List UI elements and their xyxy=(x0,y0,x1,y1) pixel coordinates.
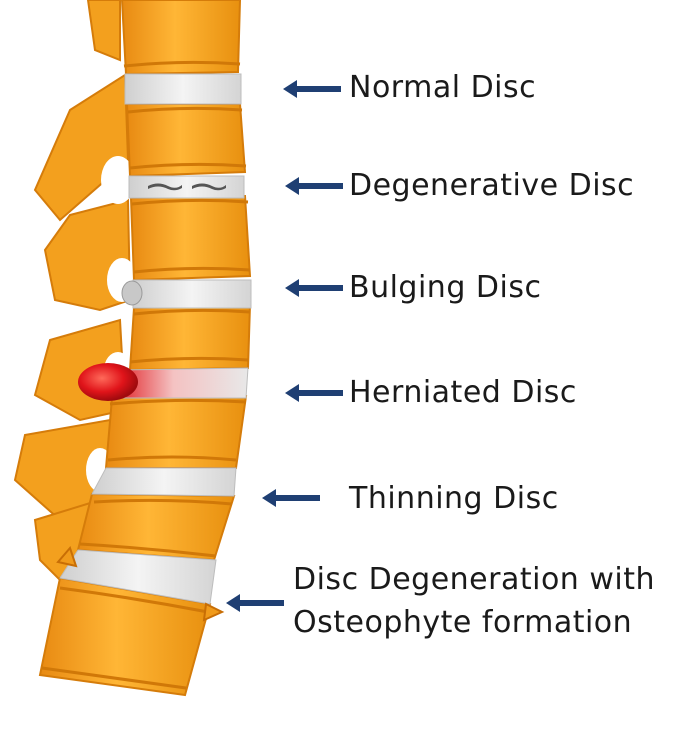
arrow-degenerative-icon xyxy=(285,176,345,196)
herniation xyxy=(78,363,138,401)
arrow-herniated-icon xyxy=(285,383,345,403)
label-osteophyte-line2: Osteophyte formation xyxy=(293,605,632,641)
bulge xyxy=(122,281,142,305)
label-herniated-disc: Herniated Disc xyxy=(349,375,577,411)
label-osteophyte-line1: Disc Degeneration with xyxy=(293,562,655,598)
label-normal-disc: Normal Disc xyxy=(349,70,536,106)
label-degenerative-disc: Degenerative Disc xyxy=(349,168,634,204)
arrow-osteophyte-icon xyxy=(226,593,286,613)
disc-normal xyxy=(125,74,241,104)
arrow-bulging-icon xyxy=(285,278,345,298)
arrow-normal-icon xyxy=(283,79,343,99)
disc-degenerative xyxy=(129,176,244,198)
disc-thinning xyxy=(92,468,236,496)
label-thinning-disc: Thinning Disc xyxy=(349,481,559,517)
label-bulging-disc: Bulging Disc xyxy=(349,270,541,306)
disc-bulging xyxy=(133,280,251,308)
arrow-thinning-icon xyxy=(262,488,322,508)
